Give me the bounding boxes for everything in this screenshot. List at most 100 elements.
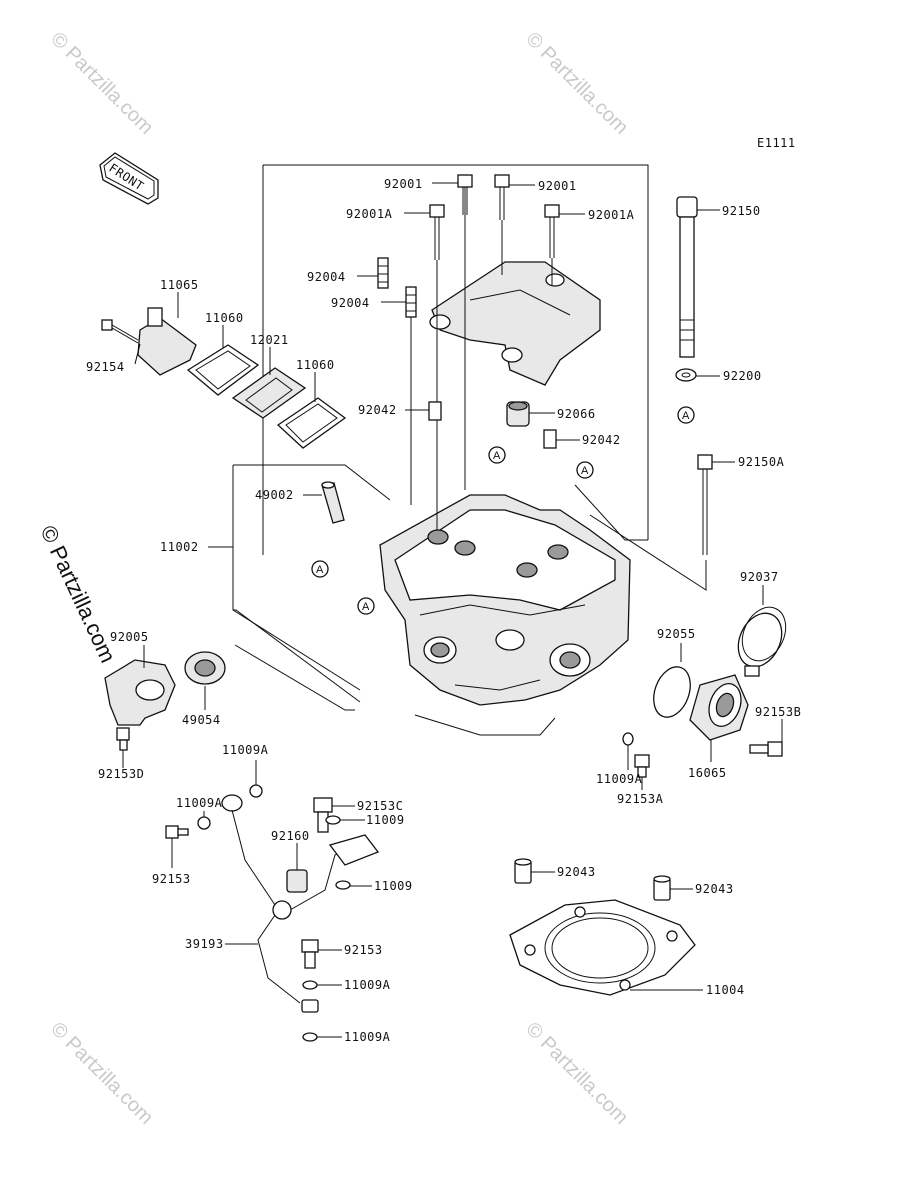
- washer-92200: [675, 368, 697, 382]
- label-12021: 12021: [250, 333, 289, 347]
- label-92004-b: 92004: [331, 296, 370, 310]
- part-labels: 92001 92001 92001A 92001A 92150 92004 92…: [86, 177, 801, 1044]
- callout-a-2: A: [488, 446, 506, 464]
- valve-guide-49002: [321, 481, 345, 524]
- bolt-92154: [101, 319, 139, 344]
- svg-text:© Partzilla.com: © Partzilla.com: [521, 28, 632, 139]
- label-92043-b: 92043: [695, 882, 734, 896]
- reed-valve-12021: [231, 367, 307, 419]
- thermostat-49054: [184, 651, 226, 685]
- svg-text:A: A: [362, 601, 370, 613]
- label-92001-left: 92001: [384, 177, 423, 191]
- label-92037: 92037: [740, 570, 779, 584]
- callout-a-3: A: [576, 461, 594, 479]
- label-92042-a: 92042: [358, 403, 397, 417]
- gasket-11060-a: [186, 344, 260, 396]
- label-92153C: 92153C: [357, 799, 403, 813]
- washer-11009A-e: [302, 1032, 318, 1042]
- label-16065: 16065: [688, 766, 727, 780]
- svg-text:© Partzilla.com: © Partzilla.com: [35, 522, 120, 667]
- thermostat-housing-92005: [104, 659, 176, 726]
- label-49054: 49054: [182, 713, 221, 727]
- dowel-92043-b: [653, 875, 671, 901]
- clamp-92037: [737, 606, 787, 677]
- callout-a-4: A: [311, 560, 329, 578]
- label-11065: 11065: [160, 278, 199, 292]
- label-92042-b: 92042: [582, 433, 621, 447]
- label-11060-b: 11060: [296, 358, 335, 372]
- label-11009-a: 11009: [366, 813, 405, 827]
- plug-92160: [286, 869, 308, 893]
- o-ring-92055: [653, 666, 691, 718]
- camshaft-cap: [429, 261, 601, 386]
- svg-text:© Partzilla.com: © Partzilla.com: [46, 1018, 157, 1129]
- label-92153B: 92153B: [755, 705, 801, 719]
- reed-cover-11065: [137, 307, 197, 376]
- label-92153D: 92153D: [98, 767, 144, 781]
- bolt-92001A-left: [429, 204, 445, 530]
- label-92004-a: 92004: [307, 270, 346, 284]
- watermark-bottom-left: © Partzilla.com: [46, 1018, 157, 1129]
- watermark-top-left: © Partzilla.com: [46, 28, 157, 139]
- washer-11009A-c: [622, 732, 634, 746]
- washer-11009-a: [325, 815, 341, 825]
- label-92200: 92200: [723, 369, 762, 383]
- head-gasket-11004: [509, 899, 696, 996]
- cylinder-head: [379, 494, 631, 706]
- label-92153-a: 92153: [152, 872, 191, 886]
- label-11009A-b: 11009A: [176, 796, 223, 810]
- label-92066: 92066: [557, 407, 596, 421]
- label-92001A-left: 92001A: [346, 207, 393, 221]
- label-11060-a: 11060: [205, 311, 244, 325]
- label-92153-b: 92153: [344, 943, 383, 957]
- label-11009A-d: 11009A: [344, 978, 391, 992]
- banjo-bolt-92153C: [313, 797, 333, 833]
- svg-text:A: A: [682, 410, 690, 422]
- front-arrow-icon: FRONT: [99, 152, 159, 205]
- svg-text:A: A: [581, 465, 589, 477]
- intake-holder-16065: [689, 674, 749, 741]
- label-11009A-e: 11009A: [344, 1030, 391, 1044]
- gasket-11060-b: [276, 397, 347, 449]
- label-11009A-a: 11009A: [222, 743, 269, 757]
- leader-lines: [122, 182, 783, 1038]
- label-92043-a: 92043: [557, 865, 596, 879]
- washer-11009-b: [335, 880, 351, 890]
- fitting-banjo: [301, 999, 319, 1013]
- washer-11009A-b: [197, 816, 211, 830]
- assembly-frame: [232, 164, 707, 736]
- label-11004: 11004: [706, 983, 745, 997]
- svg-text:A: A: [316, 564, 324, 576]
- oil-pipe-39193: [221, 794, 380, 1004]
- label-11009-b: 11009: [374, 879, 413, 893]
- dowel-92043-a: [514, 858, 532, 884]
- label-92160: 92160: [271, 829, 310, 843]
- bolt-92153B: [749, 741, 783, 757]
- watermark-bottom-right: © Partzilla.com: [521, 1018, 632, 1129]
- diagram-code: E1111: [757, 136, 796, 150]
- bolt-92150A: [697, 454, 713, 555]
- bolt-92001A-right: [544, 204, 560, 285]
- stud-92004-b: [405, 286, 417, 505]
- svg-text:© Partzilla.com: © Partzilla.com: [521, 1018, 632, 1129]
- washer-11009A-a: [249, 784, 263, 798]
- dowel-92042-a: [428, 401, 442, 421]
- bolt-92153D: [116, 727, 130, 751]
- svg-text:© Partzilla.com: © Partzilla.com: [46, 28, 157, 139]
- bolt-92001-left: [457, 174, 473, 490]
- label-11002: 11002: [160, 540, 199, 554]
- bolt-92150: [676, 196, 698, 358]
- bolt-92153: [165, 825, 189, 839]
- label-49002: 49002: [255, 488, 294, 502]
- label-11009A-c: 11009A: [596, 772, 643, 786]
- stud-92004-a: [377, 257, 389, 289]
- dowel-92042-b: [543, 429, 557, 449]
- side-watermark: © Partzilla.com: [35, 522, 120, 667]
- label-92150A: 92150A: [738, 455, 785, 469]
- bolt-92153-b: [301, 939, 319, 969]
- label-92154: 92154: [86, 360, 125, 374]
- seal-92066: [506, 401, 530, 427]
- label-92153A: 92153A: [617, 792, 664, 806]
- callout-a-1: A: [677, 406, 695, 424]
